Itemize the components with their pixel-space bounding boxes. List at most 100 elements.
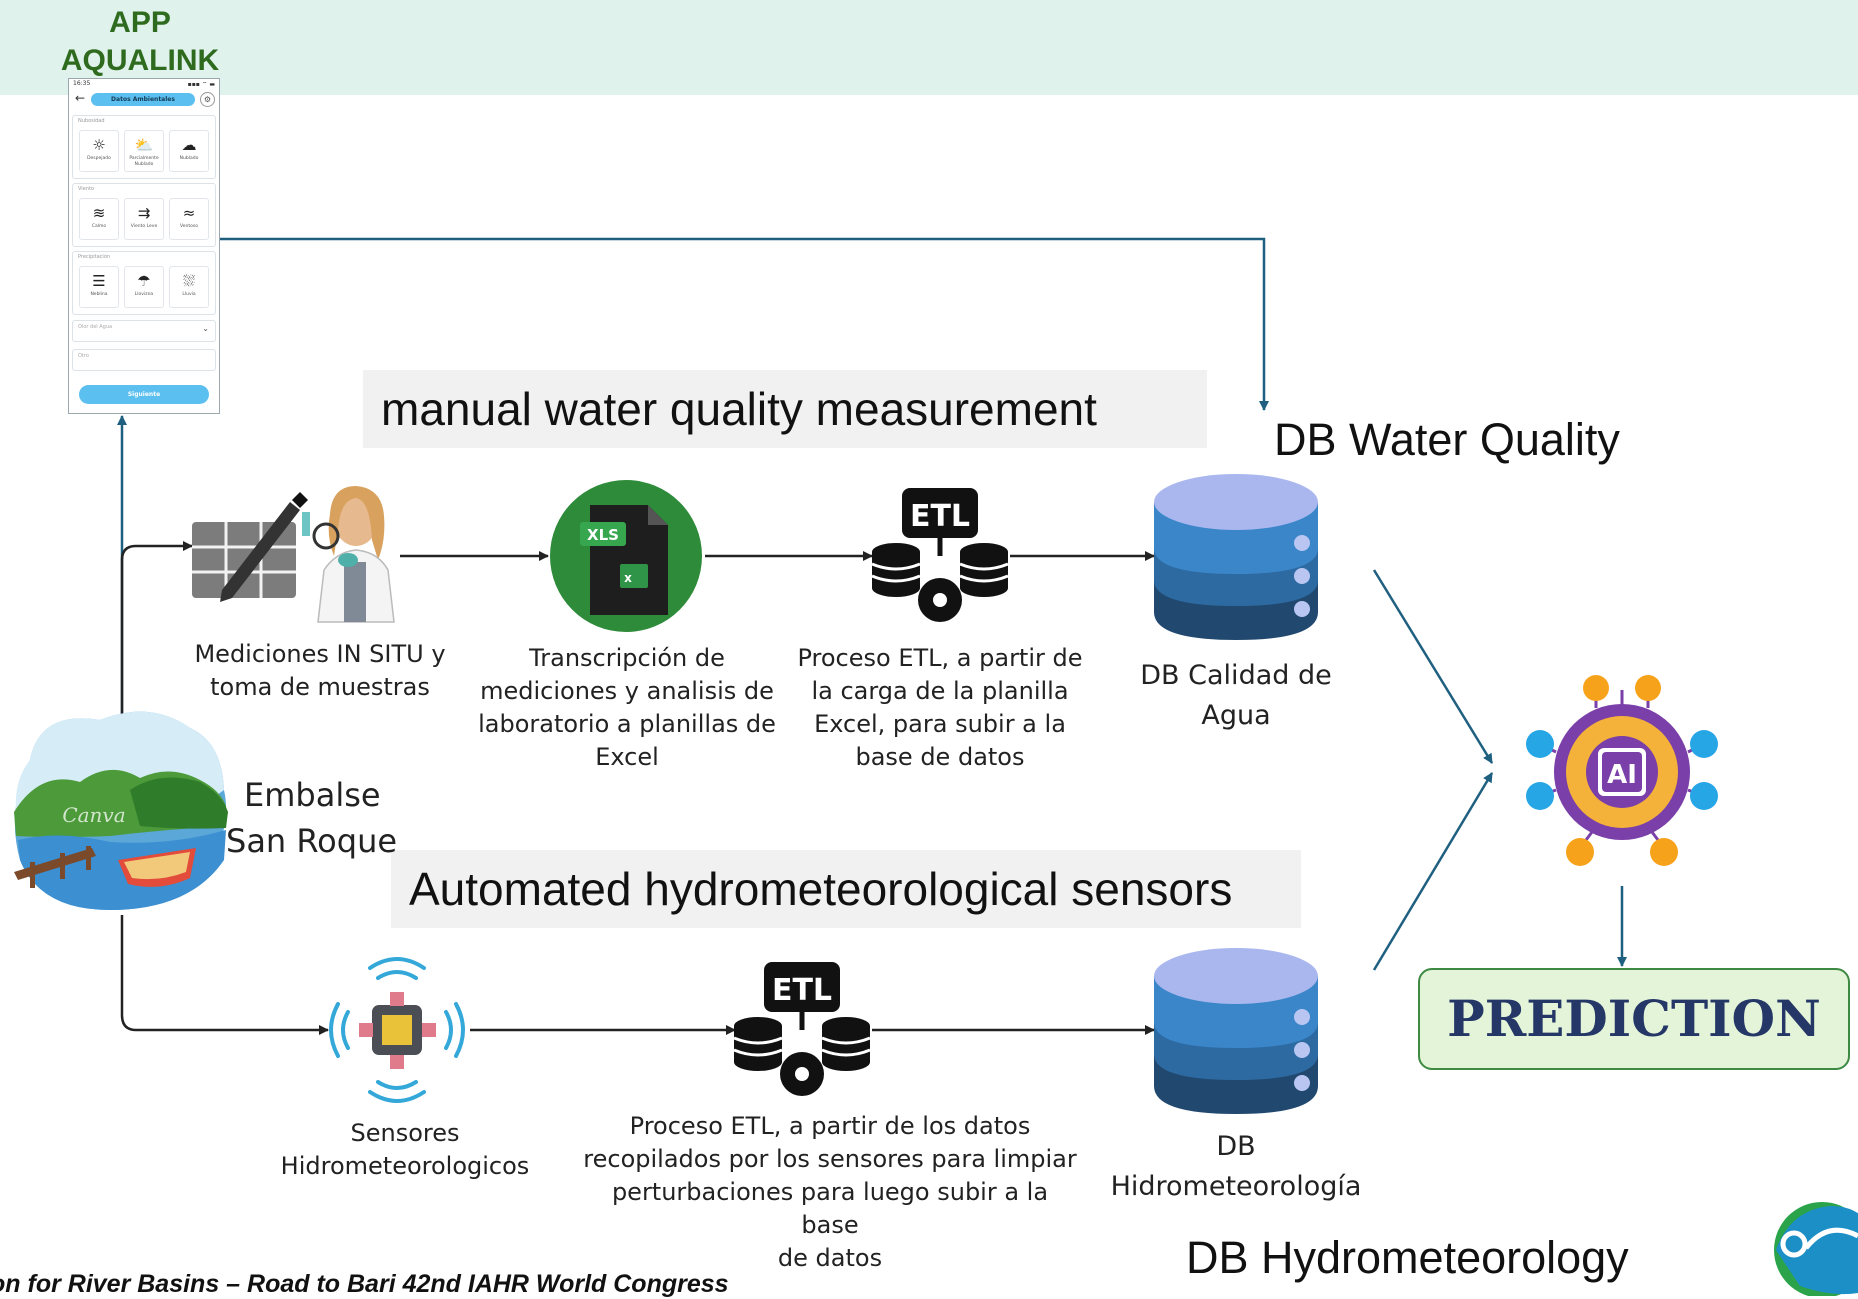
caption-line: Sensores [350,1119,460,1147]
next-button[interactable]: Siguiente [79,385,209,404]
db-hydrometeorology-label: DB Hydrometeorology [1186,1232,1629,1283]
tile-calmo[interactable]: ≋Calmo [79,198,119,240]
tile-label: Neblina [90,292,108,297]
prediction-box: PREDICTION [1418,968,1850,1070]
arrow-app-to-db-water-quality [220,237,1269,411]
drizzle-icon: ☂ [137,272,151,290]
automated-sensors-banner: Automated hydrometeorological sensors [391,850,1301,928]
select-placeholder: Olor del Agua [78,324,113,330]
caption-line: toma de muestras [210,673,430,701]
caption-line: laboratorio a planillas de [478,710,776,738]
arrow-lake-to-sensors [120,915,329,1035]
caption-line: Excel [595,743,659,771]
arrow-db-calidad-to-ai [1372,569,1494,764]
caption-line: perturbaciones para luego subir a la bas… [611,1178,1049,1239]
caption-line: Transcripción de [529,644,725,672]
db-calidad-icon [1154,474,1318,640]
ai-text: AI [1607,760,1637,790]
tile-label: Nublado [179,156,199,161]
sun-icon: ☼ [92,136,106,154]
excel-xls-icon: XLS x [550,480,702,632]
windy-icon: ≈ [182,204,196,222]
arrow-lake-to-insitu [120,541,193,720]
light-wind-icon: ⇉ [137,204,151,222]
lake-label-line1: Embalse [244,776,381,814]
manual-measurement-banner: manual water quality measurement [363,370,1207,448]
partly-cloudy-icon: ⛅ [134,136,154,154]
caption-line: Agua [1201,700,1271,731]
db-water-quality-label: DB Water Quality [1274,414,1620,465]
arrow-db-hidro-to-ai [1372,772,1494,971]
cloud-icon: ☁ [181,136,197,154]
etl-manual-caption: Proceso ETL, a partir de la carga de la … [790,642,1090,774]
caption-line: base de datos [855,743,1025,771]
etl-auto-caption: Proceso ETL, a partir de los datos recop… [580,1110,1080,1275]
rain-icon: ⛆ [182,272,195,290]
footer-text: on for River Basins – Road to Bari 42nd … [0,1270,729,1298]
chevron-down-icon: ⌄ [202,324,209,333]
other-input[interactable]: Otro [72,349,216,371]
settings-icon[interactable]: ⚙ [200,92,215,107]
transcription-caption: Transcripción de mediciones y analisis d… [477,642,777,774]
etl-text: ETL [772,973,832,1008]
tile-llovizna[interactable]: ☂ Llovizna [124,266,164,308]
caption-line: de datos [777,1244,883,1272]
section-label: Viento [78,186,94,192]
wind-section: Viento ≋Calmo ⇉Viento Leve ≈ Ventoso [72,183,216,247]
section-label: Nubosidad [78,118,105,124]
canva-watermark: Canva [62,803,125,827]
tile-label: Despejado [87,156,111,161]
header-band [0,0,1858,95]
corner-logo [1774,1202,1858,1296]
phone-status-time: 16:35 [73,80,91,87]
caption-line: Mediciones IN SITU y [194,640,446,668]
etl-icon-auto: ETL [733,962,871,1096]
db-hidro-icon [1154,948,1318,1114]
ai-chip-icon: AI [1526,675,1718,866]
tile-label: Ventoso [180,224,198,229]
lake-illustration: Canva [14,711,228,910]
field-measurement-icon [192,486,395,623]
tile-lluvia[interactable]: ⛆ Lluvia [169,266,209,308]
tile-label: Llovizna [134,292,154,297]
tile-nublado[interactable]: ☁ Nublado [169,130,209,172]
tile-label: Lluvia [182,292,196,297]
caption-line: Hidrometeorologicos [280,1152,530,1180]
input-placeholder: Otro [78,353,89,359]
caption-line: mediciones y analisis de [480,677,774,705]
section-label: Precipitación [78,254,111,260]
app-title: APP AQUALINK [40,4,240,80]
tile-viento-leve[interactable]: ⇉Viento Leve [124,198,164,240]
caption-line: recopilados por los sensores para limpia… [583,1145,1077,1173]
sensors-caption: Sensores Hidrometeorologicos [270,1117,540,1183]
precipitation-section: Precipitación ☰ Neblina ☂ Llovizna ⛆ Lluvia [72,251,216,315]
tile-despejado[interactable]: ☼ Despejado [79,130,119,172]
db-hidro-caption: DB Hidrometeorología [1100,1127,1372,1207]
caption-line: Proceso ETL, a partir de los datos [629,1112,1031,1140]
caption-line: Hidrometeorología [1110,1171,1362,1202]
caption-line: Excel, para subir a la [814,710,1066,738]
cloudiness-section: Nubosidad ☼ Despejado ⛅ Parcialmente Nubla… [72,115,216,179]
tile-neblina[interactable]: ☰ Neblina [79,266,119,308]
phone-status-icons: ▪▪▪ ⌔ ▬ [187,81,215,88]
etl-text: ETL [910,499,970,534]
app-screenshot: 16:35 ▪▪▪ ⌔ ▬ ← Datos Ambientales ⚙ Nubo… [68,78,220,414]
tile-label: Calmo [91,224,107,229]
sensor-icon [329,957,465,1103]
db-calidad-caption: DB Calidad de Agua [1116,656,1356,736]
tile-parcialmente-nublado[interactable]: ⛅ Parcialmente Nublado [124,130,164,172]
insitu-caption: Mediciones IN SITU y toma de muestras [180,638,460,704]
caption-line: DB Calidad de [1140,660,1332,691]
caption-line: la carga de la planilla [811,677,1069,705]
fog-icon: ☰ [92,272,106,290]
app-title-line1: APP [109,6,171,39]
tile-label: Parcialmente Nublado [129,156,159,167]
app-title-line2: AQUALINK [60,44,220,77]
lake-label-line2: San Roque [226,822,398,860]
back-arrow-icon[interactable]: ← [75,91,86,105]
water-odor-select[interactable]: Olor del Agua ⌄ [72,320,216,342]
xls-text: XLS [587,526,619,544]
tile-ventoso[interactable]: ≈ Ventoso [169,198,209,240]
phone-header-pill: Datos Ambientales [91,93,195,106]
